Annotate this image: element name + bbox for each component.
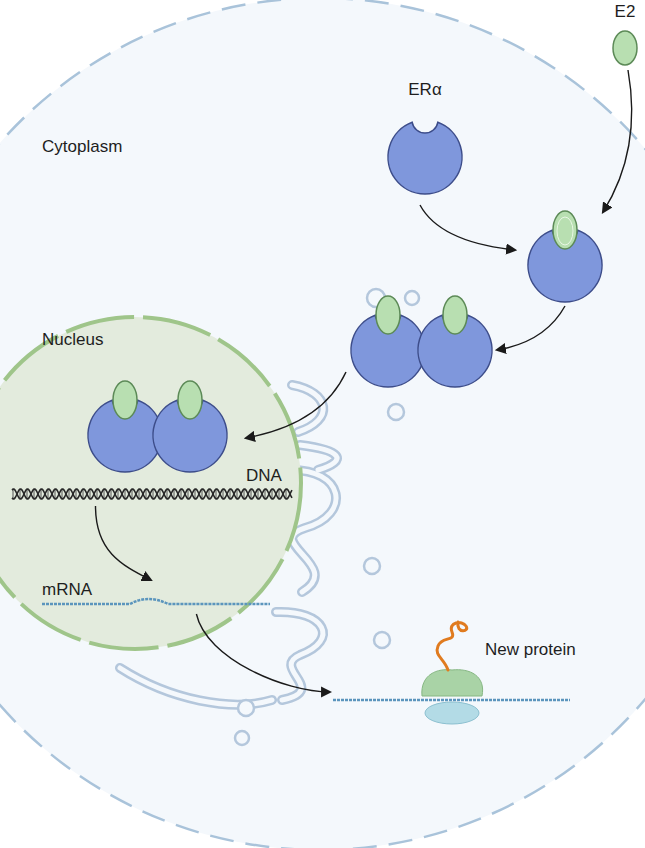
small-subunit [425, 702, 479, 724]
node-label: ERα [385, 80, 465, 100]
ligand-shape [613, 31, 637, 65]
mrna-strand: mRNA [38, 580, 278, 614]
large-subunit [422, 670, 483, 696]
node-label: mRNA [42, 580, 92, 600]
ribo-outline [330, 612, 592, 737]
node-label: DNA [246, 466, 282, 486]
dna-backbone [12, 489, 292, 499]
node-label: Nucleus [42, 330, 103, 350]
node-label: E2 [605, 2, 645, 22]
receptor-shape [388, 122, 462, 194]
nuclear-envelope [0, 317, 301, 649]
node-label: Cytoplasm [42, 137, 122, 157]
mrna-line [333, 699, 570, 702]
receptor: ERα [385, 80, 465, 198]
ligand: E2 [605, 2, 645, 66]
mrna-line [42, 599, 270, 604]
polypeptide-chain [437, 622, 467, 670]
dna-strand: DNA [10, 466, 295, 506]
ribosome: New protein [330, 612, 592, 737]
nucleus: NucleusDNA mRNA [0, 313, 305, 653]
dna-backbone [12, 489, 292, 499]
node-label: New protein [485, 640, 576, 660]
